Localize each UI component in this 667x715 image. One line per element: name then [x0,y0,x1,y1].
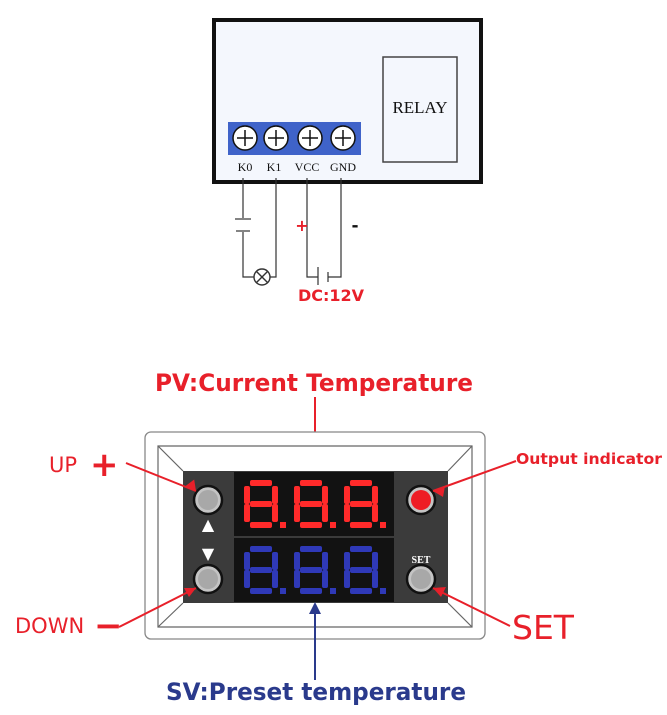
segment-e [344,504,350,522]
segment-f [244,552,250,570]
down-arrow-icon: ▼ [202,544,215,563]
decimal-point [280,522,286,528]
segment-b [272,486,278,504]
sv-display-digits [244,546,386,594]
up-plus-sign: + [90,445,119,485]
up-arrow-icon: ▲ [202,515,215,534]
terminal-screw-vcc [297,125,323,151]
output-callout-line [432,460,517,492]
segment-d [300,522,322,528]
segment-e [344,570,350,588]
segment-d [300,588,322,594]
segment-d [350,588,372,594]
up-callout-arrowhead [184,479,196,491]
output-callout-arrowhead [433,486,445,497]
pv-display-digits [244,480,386,528]
segment-f [244,486,250,504]
segment-g [250,567,272,573]
down-label: DOWN [15,614,84,638]
segment-b [322,552,328,570]
segment-a [350,546,372,552]
terminal-label-gnd: GND [330,160,356,174]
segment-g [300,567,322,573]
terminal-label-k1: K1 [267,160,282,174]
set-callout-arrowhead [433,587,446,597]
set-callout-line [432,587,511,627]
terminal-label-k0: K0 [238,160,253,174]
segment-c [372,504,378,522]
callout-lines [118,460,517,628]
segment-a [250,480,272,486]
segment-g [300,501,322,507]
segment-a [300,546,322,552]
relay-component [382,56,458,163]
down-minus-sign: − [94,606,123,646]
segment-b [322,486,328,504]
output-indicator-label: Output indicator [516,450,663,468]
segment-f [344,552,350,570]
wire-k1 [270,178,277,278]
segment-a [250,546,272,552]
segment-f [344,486,350,504]
segment-e [244,570,250,588]
terminal-labels: K0 K1 VCC GND [238,160,357,174]
segment-c [272,504,278,522]
segment-b [372,486,378,504]
segment-g [350,567,372,573]
decimal-point [330,522,336,528]
segment-e [244,504,250,522]
terminal-screws [232,125,356,151]
segment-d [350,522,372,528]
terminal-screw-gnd [330,125,356,151]
segment-a [300,480,322,486]
set-label: SET [512,608,575,647]
output-indicator-led [405,484,437,516]
decimal-point [280,588,286,594]
segment-d [250,588,272,594]
terminal-screw-k1 [263,125,289,151]
down-callout-arrowhead [184,588,196,597]
decimal-point [380,522,386,528]
segment-c [372,570,378,588]
segment-f [294,552,300,570]
wiring-circuit [235,178,342,285]
segment-e [294,504,300,522]
sv-callout-arrow [309,602,321,680]
decimal-point [330,588,336,594]
segment-f [294,486,300,504]
terminal-label-vcc: VCC [295,160,320,174]
up-callout-line [125,462,197,492]
segment-g [350,501,372,507]
segment-b [272,552,278,570]
set-button[interactable] [405,563,437,595]
relay-module: RELAY [212,18,483,184]
lamp-icon [253,268,271,286]
segment-c [322,504,328,522]
polarity-minus: - [351,216,358,236]
segment-c [272,570,278,588]
pv-label: PV:Current Temperature [155,369,473,397]
segment-b [372,552,378,570]
wire-vcc [306,178,318,278]
supply-voltage-label: DC:12V [298,286,365,305]
segment-a [350,480,372,486]
relay-label: RELAY [392,98,447,117]
segment-c [322,570,328,588]
polarity-plus: + [295,216,308,235]
wire-k0-to-lamp [242,232,254,278]
up-button[interactable] [192,484,224,516]
sv-label: SV:Preset temperature [166,678,466,706]
segment-e [294,570,300,588]
up-label: UP [49,453,77,477]
down-button[interactable] [192,563,224,595]
set-key-label: SET [412,555,431,566]
wire-gnd [328,178,342,278]
down-callout-line [118,587,197,628]
segment-d [250,522,272,528]
segment-g [250,501,272,507]
terminal-screw-k0 [232,125,258,151]
decimal-point [380,588,386,594]
